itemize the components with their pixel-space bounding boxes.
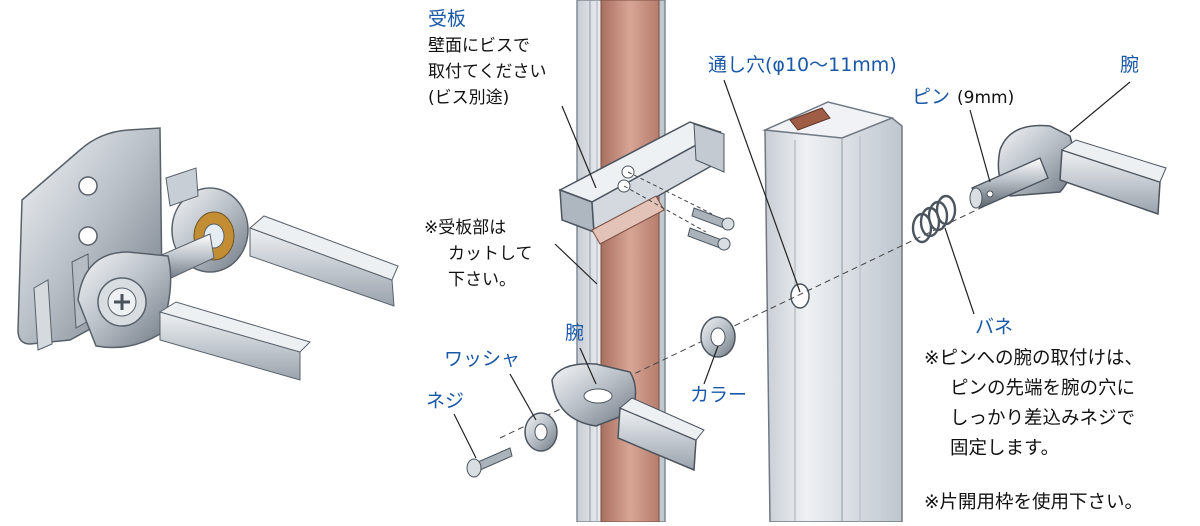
- top-arm-label: 腕: [1120, 54, 1140, 76]
- through-hole-label: 通し穴(φ10〜11mm): [708, 54, 897, 76]
- aluminium-profile: [762, 101, 903, 523]
- mount-note-line-2: ピンの先端を腕の穴に: [950, 378, 1136, 399]
- bottom-screw-part: [466, 447, 513, 478]
- cut-note-line-3: 下さい。: [448, 270, 516, 290]
- frame-note: ※片開用枠を使用下さい。: [924, 492, 1144, 513]
- receiver-note-line-2: 取付てください: [428, 62, 547, 82]
- pin-label: ピン: [912, 86, 951, 108]
- bottom-arm-part: [551, 363, 705, 472]
- collar-part: [700, 316, 736, 358]
- mount-note-line-3: しっかり差込みネジで: [950, 408, 1136, 429]
- screw-label: ネジ: [426, 390, 465, 412]
- bottom-arm-label: 腕: [565, 322, 585, 344]
- product-photo: [17, 127, 399, 381]
- mount-note-line-4: 固定します。: [950, 438, 1060, 459]
- top-arm-part: [969, 124, 1167, 216]
- pin-size-label: (9mm): [957, 88, 1015, 108]
- cut-note-line-2: カットして: [448, 244, 533, 264]
- receiver-screws: [623, 171, 735, 251]
- washer-part: [524, 412, 558, 452]
- spring-part: [911, 194, 957, 244]
- washer-label: ワッシャ: [444, 348, 521, 370]
- receiver-note-line-1: 壁面にビスで: [428, 36, 530, 56]
- collar-label: カラー: [690, 384, 748, 406]
- leader-lines: [453, 79, 1131, 459]
- mount-note-line-1: ※ピンへの腕の取付けは、: [924, 348, 1144, 369]
- cut-note-line-1: ※受板部は: [424, 218, 507, 238]
- receiver-plate-part: [558, 121, 725, 245]
- spring-label: バネ: [975, 316, 1014, 338]
- receiver-plate-label: 受板: [428, 8, 467, 30]
- receiver-note-line-3: (ビス別途): [428, 88, 510, 108]
